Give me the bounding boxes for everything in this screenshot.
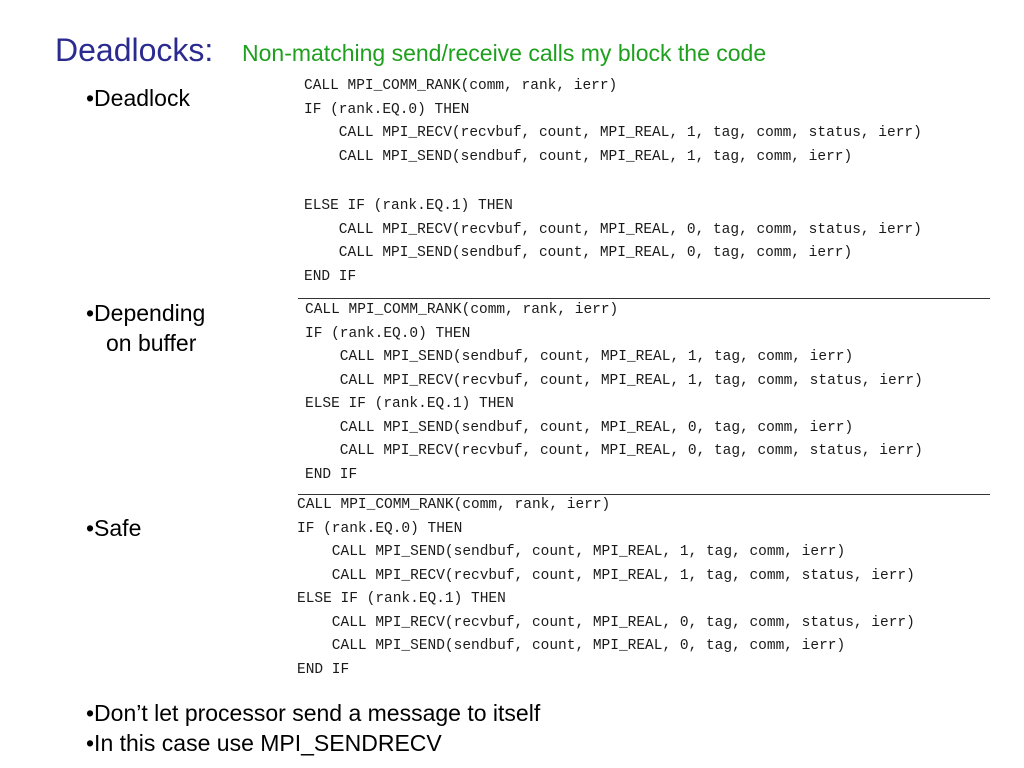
code-line: ELSE IF (rank.EQ.1) THEN — [305, 396, 514, 412]
code-line: CALL MPI_RECV(recvbuf, count, MPI_REAL, … — [305, 443, 923, 459]
code-line: CALL MPI_SEND(sendbuf, count, MPI_REAL, … — [305, 349, 854, 365]
code-line: ELSE IF (rank.EQ.1) THEN — [297, 591, 506, 607]
code-line: CALL MPI_SEND(sendbuf, count, MPI_REAL, … — [297, 638, 846, 654]
code-line: CALL MPI_SEND(sendbuf, count, MPI_REAL, … — [297, 544, 846, 560]
bullet-deadlock-label: •Deadlock — [86, 85, 190, 111]
code-line: CALL MPI_SEND(sendbuf, count, MPI_REAL, … — [305, 419, 854, 436]
code-line: END IF — [297, 661, 350, 678]
bullet-depending-line2: on buffer — [106, 330, 197, 356]
bullet-use-sendrecv: •In this case use MPI_SENDRECV — [86, 730, 442, 756]
code-line: CALL MPI_RECV(recvbuf, count, MPI_REAL, … — [305, 372, 923, 389]
code-line: CALL MPI_RECV(recvbuf, count, MPI_REAL, … — [304, 125, 922, 141]
code-line: CALL MPI_COMM_RANK(comm, rank, ierr) — [305, 302, 619, 318]
code-line: CALL MPI_RECV(recvbuf, count, MPI_REAL, … — [297, 614, 915, 631]
bullet-depending-line1: •Depending — [86, 300, 206, 326]
code-line: CALL MPI_RECV(recvbuf, count, MPI_REAL, … — [297, 567, 915, 584]
code-line: CALL MPI_RECV(recvbuf, count, MPI_REAL, … — [304, 221, 922, 238]
bullet-depending: •Depending on buffer — [86, 298, 205, 358]
divider-2 — [298, 494, 990, 495]
bottom-notes: •Don’t let processor send a message to i… — [86, 698, 540, 758]
code-line: CALL MPI_SEND(sendbuf, count, MPI_REAL, … — [304, 148, 853, 165]
slide-title: Deadlocks: — [55, 32, 214, 68]
code-line: END IF — [304, 268, 357, 285]
bullet-deadlock: •Deadlock — [86, 83, 190, 113]
bullet-dont-send-self: •Don’t let processor send a message to i… — [86, 700, 541, 726]
slide-subtitle: Non-matching send/receive calls my block… — [242, 40, 767, 66]
code-block-safe: CALL MPI_COMM_RANK(comm, rank, ierr) IF (… — [297, 494, 915, 682]
code-block-deadlock: CALL MPI_COMM_RANK(comm, rank, ierr) IF (… — [304, 75, 922, 289]
code-line: IF (rank.EQ.0) THEN — [305, 325, 471, 342]
divider-1 — [298, 298, 990, 299]
bullet-safe-label: •Safe — [86, 515, 142, 541]
bullet-safe: •Safe — [86, 513, 141, 543]
code-line: ELSE IF (rank.EQ.1) THEN — [304, 198, 513, 214]
code-block-depending: CALL MPI_COMM_RANK(comm, rank, ierr) IF (… — [305, 299, 923, 487]
code-line: CALL MPI_SEND(sendbuf, count, MPI_REAL, … — [304, 245, 853, 261]
code-line: IF (rank.EQ.0) THEN — [304, 101, 470, 118]
code-line — [304, 169, 922, 195]
code-line: CALL MPI_COMM_RANK(comm, rank, ierr) — [304, 78, 618, 94]
code-line: IF (rank.EQ.0) THEN — [297, 520, 463, 537]
code-line: CALL MPI_COMM_RANK(comm, rank, ierr) — [297, 497, 611, 513]
code-line: END IF — [305, 466, 358, 483]
